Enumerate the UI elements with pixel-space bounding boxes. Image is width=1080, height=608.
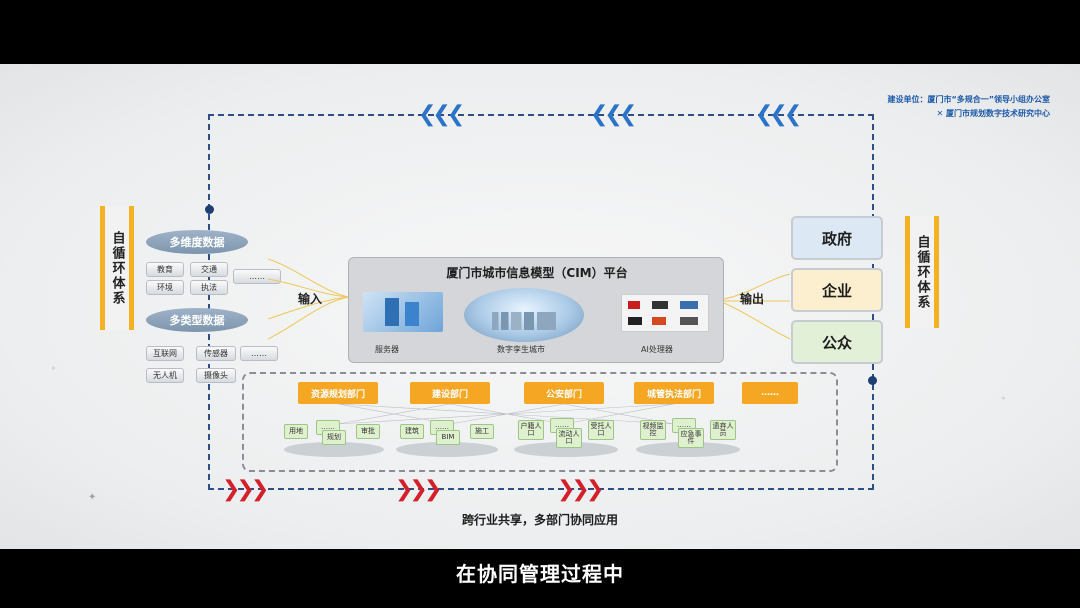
data-store — [284, 442, 384, 457]
footer-caption: 跨行业共享，多部门协同应用 — [461, 513, 618, 527]
city-skyline-icon — [492, 312, 556, 330]
brand-logo-icon — [628, 317, 642, 325]
server-icon — [405, 302, 419, 326]
data-item-more: …… — [233, 269, 281, 284]
brand-logo-icon — [628, 301, 640, 309]
data-chip: 用地 — [284, 424, 308, 439]
data-chip: 应急事件 — [678, 428, 704, 448]
output-enterprise: 企业 — [791, 268, 883, 312]
cim-platform: 厦门市城市信息模型（CIM）平台 服务器 数字孪生城市 AI处理器 — [348, 257, 724, 363]
data-store — [636, 442, 740, 457]
output-label: 输出 — [740, 292, 765, 306]
data-item: 执法 — [190, 280, 228, 295]
data-chip: 流动人口 — [556, 428, 582, 448]
data-item: 互联网 — [146, 346, 184, 361]
data-store — [514, 442, 618, 457]
output-public: 公众 — [791, 320, 883, 364]
diagram-stage: 建设单位：厦门市“多规合一”领导小组办公室 ✕ 厦门市规划数字技术研究中心 ❮❮… — [0, 64, 1080, 549]
data-item: 教育 — [146, 262, 184, 277]
dept-public-security: 公安部门 — [524, 382, 604, 404]
data-chip: 视频监控 — [640, 420, 666, 440]
credit-line-1: 建设单位：厦门市“多规合一”领导小组办公室 — [887, 95, 1050, 104]
server-label: 服务器 — [375, 345, 399, 354]
top-arrows-right: ❮❮❮ — [755, 102, 802, 127]
bottom-arrows-mid: ❯❯❯ — [395, 477, 442, 502]
multi-dimension-data: 多维度数据 — [146, 230, 248, 254]
bottom-arrows-right: ❯❯❯ — [557, 477, 604, 502]
data-chip: 规划 — [322, 430, 346, 445]
left-self-loop-bar: 自循环体系 — [100, 206, 134, 330]
data-item: 摄像头 — [196, 368, 236, 383]
dept-more: …… — [742, 382, 798, 404]
dept-link-lines — [337, 404, 675, 425]
loop-node-left — [205, 205, 214, 214]
data-chip: 户籍人口 — [518, 420, 544, 440]
sparkle-icon: ✦ — [50, 364, 57, 373]
brand-logo-icon — [652, 317, 666, 325]
sparkle-icon: ✦ — [1000, 394, 1007, 403]
video-subtitle: 在协同管理过程中 — [456, 562, 624, 586]
digital-twin-label: 数字孪生城市 — [497, 345, 545, 354]
top-arrows-left: ❮❮❮ — [418, 102, 465, 127]
brand-logo-icon — [680, 301, 698, 309]
top-arrows-mid: ❮❮❮ — [590, 102, 637, 127]
output-flow-lines — [724, 273, 791, 340]
platform-title: 厦门市城市信息模型（CIM）平台 — [446, 266, 628, 280]
data-chip: 建筑 — [400, 424, 424, 439]
ai-processor-image — [621, 294, 709, 332]
bottom-arrows-left: ❯❯❯ — [222, 477, 269, 502]
data-chip: BIM — [436, 430, 460, 445]
data-chip: 遗弃人员 — [710, 420, 736, 440]
input-flow-lines — [268, 258, 349, 340]
data-chip: 受托人口 — [588, 420, 614, 440]
institute-logo-icon: ✕ — [936, 109, 946, 118]
sparkle-icon: ✦ — [88, 492, 97, 503]
loop-node-right — [868, 376, 877, 385]
data-chip: 施工 — [470, 424, 494, 439]
ai-processor-label: AI处理器 — [641, 345, 673, 354]
data-chip: 审批 — [356, 424, 380, 439]
data-item: 无人机 — [146, 368, 184, 383]
dept-construction: 建设部门 — [410, 382, 490, 404]
data-item-more: …… — [240, 346, 278, 361]
data-item: 传感器 — [196, 346, 236, 361]
server-icon — [385, 298, 399, 326]
dept-urban-management: 城管执法部门 — [634, 382, 714, 404]
right-self-loop-bar: 自循环体系 — [905, 216, 939, 328]
data-item: 交通 — [190, 262, 228, 277]
digital-twin-globe — [464, 288, 584, 342]
output-government: 政府 — [791, 216, 883, 260]
data-store — [396, 442, 498, 457]
brand-logo-icon — [652, 301, 668, 309]
server-image — [363, 292, 443, 332]
multi-type-data: 多类型数据 — [146, 308, 248, 332]
departments-panel: 资源规划部门 建设部门 公安部门 城管执法部门 …… 用地 …… 规划 审批 建… — [242, 372, 838, 472]
data-item: 环境 — [146, 280, 184, 295]
brand-logo-icon — [680, 317, 698, 325]
dept-resource-planning: 资源规划部门 — [298, 382, 378, 404]
credit-line-2: ✕ 厦门市规划数字技术研究中心 — [936, 109, 1051, 118]
input-label: 输入 — [298, 292, 323, 306]
